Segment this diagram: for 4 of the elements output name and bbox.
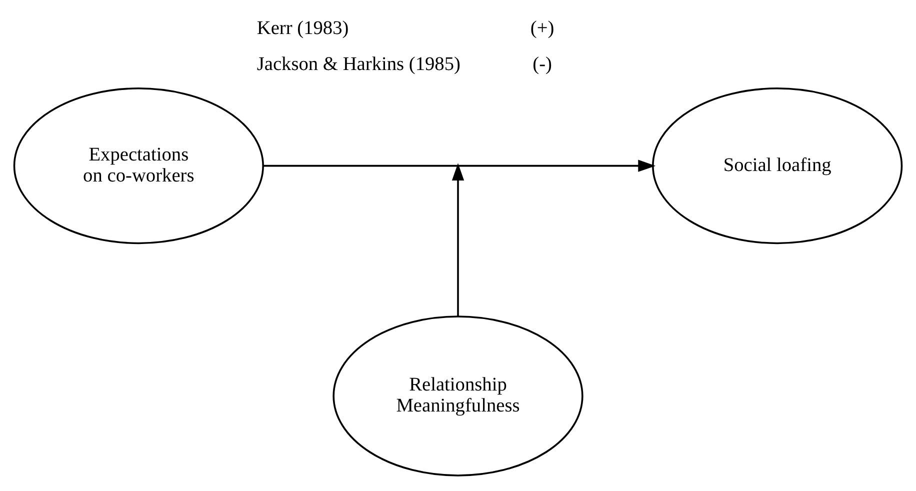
label: Jackson & Harkins (1985) (256, 54, 460, 75)
label: (+) (530, 18, 554, 39)
label: (-) (532, 54, 552, 75)
label: Kerr (1983) (256, 18, 349, 39)
